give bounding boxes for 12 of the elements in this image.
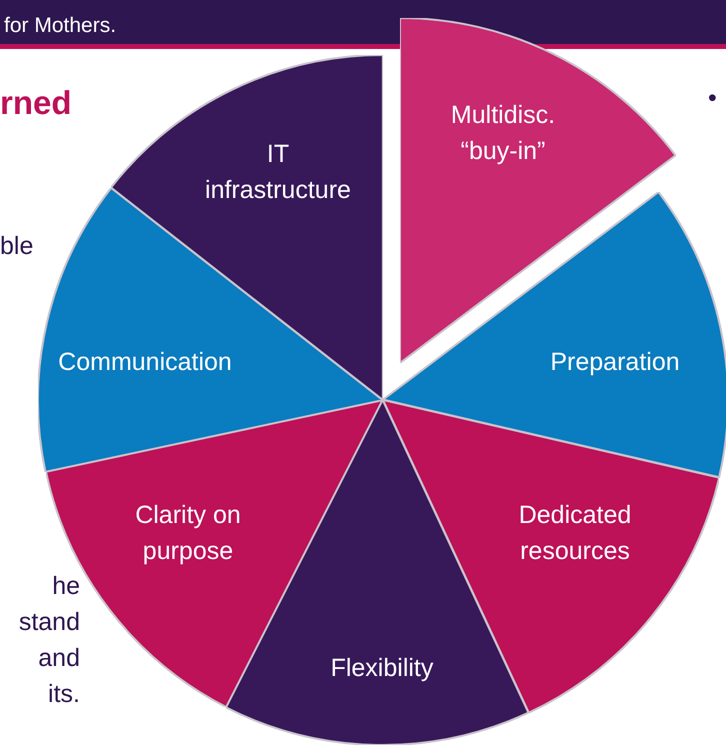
segment-label: Preparation <box>549 346 681 378</box>
heading-text: rned <box>0 84 72 122</box>
body-text: he stand and its. <box>18 571 80 710</box>
header-text: for Mothers. <box>4 14 116 38</box>
segment-label: Dedicated resources <box>518 500 632 567</box>
body-text: ble <box>0 232 34 261</box>
segment-label: Clarity on purpose <box>134 500 242 567</box>
segment-label: IT infrastructure <box>204 139 352 206</box>
segment-label: Multidisc. “buy-in” <box>450 100 556 167</box>
segment-label: Flexibility <box>330 653 434 684</box>
segment-label: Communication <box>57 346 233 378</box>
bullet: • <box>708 84 717 113</box>
